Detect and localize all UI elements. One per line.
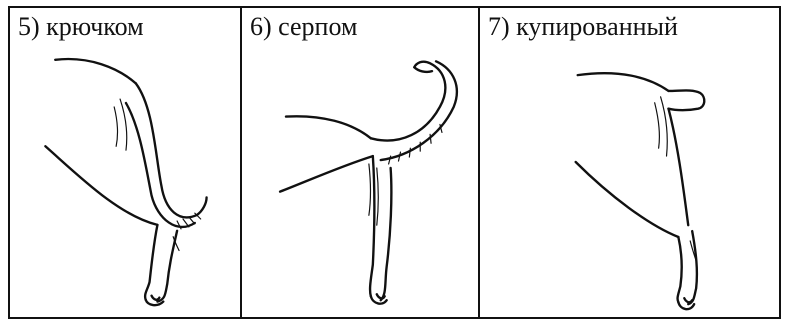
tail-inner bbox=[126, 103, 195, 227]
leg-rear bbox=[381, 168, 392, 300]
tail-stump bbox=[668, 90, 704, 110]
leg-front bbox=[145, 225, 157, 300]
hip-shading bbox=[114, 99, 127, 150]
paw bbox=[371, 294, 387, 303]
tail-inner bbox=[381, 61, 457, 160]
leg-front bbox=[370, 156, 374, 296]
thigh-line bbox=[45, 146, 157, 225]
tail-feathering bbox=[389, 124, 442, 163]
sickle-tail-illustration bbox=[242, 8, 478, 317]
back-line bbox=[55, 59, 136, 83]
thigh-line bbox=[576, 162, 679, 237]
tail-tip bbox=[414, 67, 432, 72]
rump-line bbox=[668, 109, 688, 225]
leg-rear bbox=[688, 231, 697, 304]
paw bbox=[678, 298, 694, 309]
back-line bbox=[578, 73, 669, 91]
leg-rear bbox=[157, 231, 177, 302]
panel-docked-tail: 7) купированный bbox=[480, 6, 781, 319]
thigh-line bbox=[280, 156, 373, 192]
panel-hook-tail: 5) крючком bbox=[8, 6, 242, 319]
leg-front bbox=[678, 237, 682, 302]
docked-tail-illustration bbox=[480, 8, 779, 317]
tail-outer bbox=[371, 62, 445, 141]
tail-outer bbox=[136, 83, 207, 217]
hook-tail-illustration bbox=[10, 8, 240, 317]
panel-sickle-tail: 6) серпом bbox=[242, 6, 480, 319]
hip-shading bbox=[655, 97, 668, 156]
back-line bbox=[286, 116, 371, 138]
